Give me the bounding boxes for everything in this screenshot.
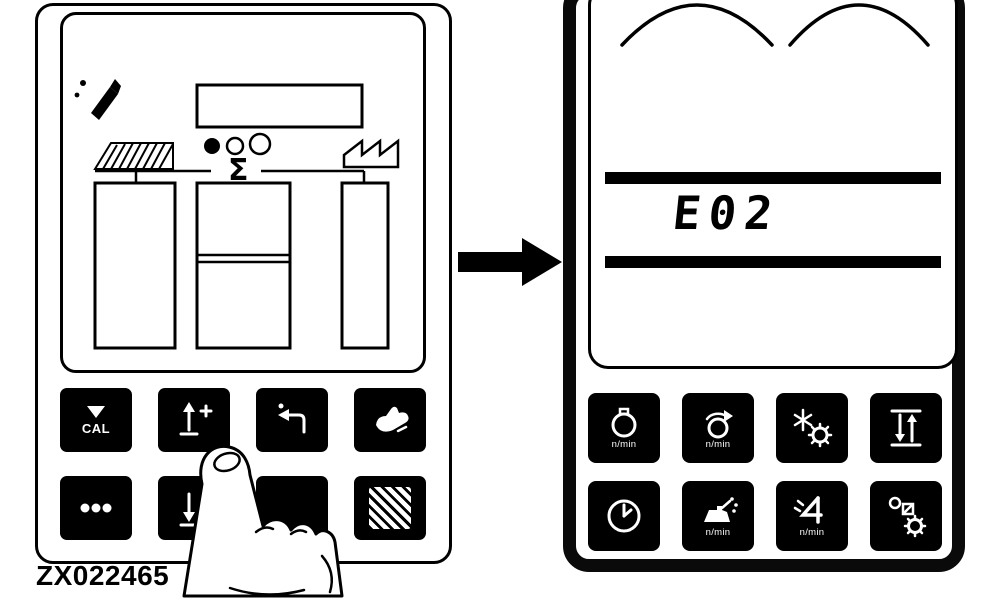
right-keypad: n/min n/min [588,393,942,551]
three-dots-icon [80,503,112,513]
pointing-finger [170,438,345,598]
hatched-ramp-icon [93,142,174,170]
factory-icon [342,138,400,169]
drum-speed-label: n/min [611,438,637,450]
cal-button[interactable]: CAL [60,388,132,452]
hatch-button[interactable] [354,476,426,540]
hour-meter-button[interactable] [588,481,660,551]
rotor-speed-label: n/min [705,438,731,450]
return-button[interactable] [256,388,328,452]
star-gear-icon [793,408,833,448]
right-bin [340,181,390,350]
return-arrow-icon [278,403,306,434]
hand-wipe-icon [376,406,409,433]
right-display-graphics [605,3,941,268]
rotor-speed-button[interactable]: n/min [682,393,754,463]
diagonal-hatch-icon [369,487,411,529]
lubrication-label: n/min [705,526,731,538]
knife-gear-button[interactable] [776,393,848,463]
display-bar-bottom [605,256,941,268]
drum-speed-button[interactable]: n/min [588,393,660,463]
box-gear-icon [888,496,927,538]
spreader-speed-label: n/min [799,526,825,538]
clock-icon [607,499,641,533]
transition-arrow [458,234,564,295]
lubrication-button[interactable]: n/min [682,481,754,551]
right-display: E02 [588,0,958,369]
center-bin-with-divider [195,181,292,350]
triangle-down-icon [87,405,105,418]
oil-can-icon [704,496,738,522]
dots-button[interactable] [60,476,132,540]
up-down-arrows-icon [890,409,922,447]
flow-lines [95,169,366,182]
total-bar-indicator [195,83,364,129]
raise-lower-button[interactable] [870,393,942,463]
error-code: E02 [670,186,783,240]
circles-indicator [204,132,272,156]
fingernail [213,451,241,473]
increase-button[interactable] [158,388,230,452]
spreader-speed-button[interactable]: n/min [776,481,848,551]
cal-label: CAL [81,420,111,436]
crop-arcs-icon [620,3,930,47]
right-monitor-panel: E02 n/min n/min [563,0,965,572]
adjust-settings-button[interactable] [870,481,942,551]
figure-id-caption: ZX022465 [36,560,170,591]
pencil-tool-icon [74,79,121,120]
spreader-icon [793,496,823,524]
rotating-drum-icon [705,409,733,439]
display-bar-top [605,172,941,184]
left-display: Σ [60,12,426,373]
left-display-graphics: Σ [74,79,400,350]
drum-circle-icon [611,407,637,438]
wipe-button[interactable] [354,388,426,452]
left-bin [93,181,177,350]
arrow-up-plus-icon [179,402,213,436]
sigma-symbol: Σ [228,153,249,188]
